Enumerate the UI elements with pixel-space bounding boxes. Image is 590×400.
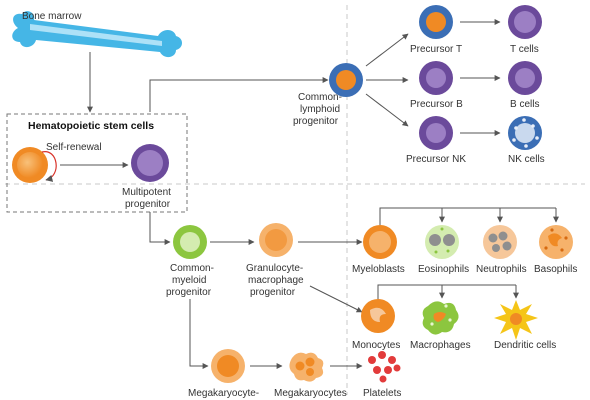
branch-monocyte	[377, 284, 516, 299]
precursor-b-label: Precursor B	[410, 99, 463, 110]
self-renewal-arrow	[41, 151, 57, 182]
branch-myeloblast-granulocytes	[379, 207, 556, 225]
t-cells-label: T cells	[510, 44, 539, 55]
megakaryocyte-progenitor-cell	[211, 349, 245, 383]
precursor-t-cell	[419, 5, 453, 39]
myeloblasts-label: Myeloblasts	[352, 264, 405, 275]
eosinophils-label: Eosinophils	[418, 264, 469, 275]
precursor-nk-label: Precursor NK	[406, 154, 466, 165]
arrow-clp-to-precursor-nk	[365, 93, 409, 127]
eosinophil-cell	[425, 225, 459, 259]
clp-label-1: Common-	[298, 92, 342, 103]
cmp-label-2: myeloid	[172, 275, 206, 286]
multipotent-label-2: progenitor	[125, 199, 171, 210]
gmp-label-3: progenitor	[250, 287, 296, 298]
monocytes-label: Monocytes	[352, 340, 400, 351]
precursor-b-cell	[419, 61, 453, 95]
platelets-icon	[368, 351, 401, 383]
gmp-label-1: Granulocyte-	[246, 263, 303, 274]
neutrophil-cell	[483, 225, 517, 259]
arrow-mpp-to-clp	[149, 77, 329, 112]
precursor-t-label: Precursor T	[410, 44, 462, 55]
common-lymphoid-progenitor-cell	[329, 63, 363, 97]
bone-marrow-icon	[12, 11, 182, 58]
cmp-label-3: progenitor	[166, 287, 212, 298]
mkp-label: Megakaryocyte-	[188, 388, 259, 399]
clp-label-3: progenitor	[293, 116, 339, 127]
dendritic-cells-label: Dendritic cells	[494, 340, 556, 351]
multipotent-progenitor-cell	[131, 144, 169, 182]
bone-marrow-label: Bone marrow	[22, 11, 82, 22]
b-cell	[508, 61, 542, 95]
b-cells-label: B cells	[510, 99, 539, 110]
basophils-label: Basophils	[534, 264, 577, 275]
arrow-gmp-to-monocytes	[309, 285, 363, 313]
arrow-mpp-to-cmp	[149, 212, 171, 245]
megakaryocytes-label: Megakaryocytes	[274, 388, 347, 399]
arrow-clp-to-precursor-t	[365, 33, 409, 67]
basophil-cell	[539, 225, 573, 259]
macrophage-cell	[422, 301, 459, 335]
clp-label-2: lymphoid	[300, 104, 340, 115]
monocyte-cell	[361, 299, 395, 333]
megakaryocyte-cell	[289, 352, 324, 382]
dendritic-cell	[494, 300, 538, 340]
neutrophils-label: Neutrophils	[476, 264, 527, 275]
hsc-box	[6, 113, 188, 213]
nk-cell	[508, 116, 542, 150]
hsc-title: Hematopoietic stem cells	[28, 120, 154, 132]
common-myeloid-progenitor-cell	[173, 225, 207, 259]
nk-cells-label: NK cells	[508, 154, 545, 165]
macrophages-label: Macrophages	[410, 340, 471, 351]
multipotent-label-1: Multipotent	[122, 187, 171, 198]
gmp-label-2: macrophage	[248, 275, 304, 286]
arrow-cmp-to-mkp	[189, 299, 209, 369]
self-renewal-label: Self-renewal	[46, 142, 102, 153]
cmp-label-1: Common-	[170, 263, 214, 274]
hsc-cell	[12, 147, 48, 183]
granulocyte-macrophage-progenitor-cell	[259, 223, 293, 257]
myeloblast-cell	[363, 225, 397, 259]
platelets-label: Platelets	[363, 388, 401, 399]
t-cell	[508, 5, 542, 39]
precursor-nk-cell	[419, 116, 453, 150]
